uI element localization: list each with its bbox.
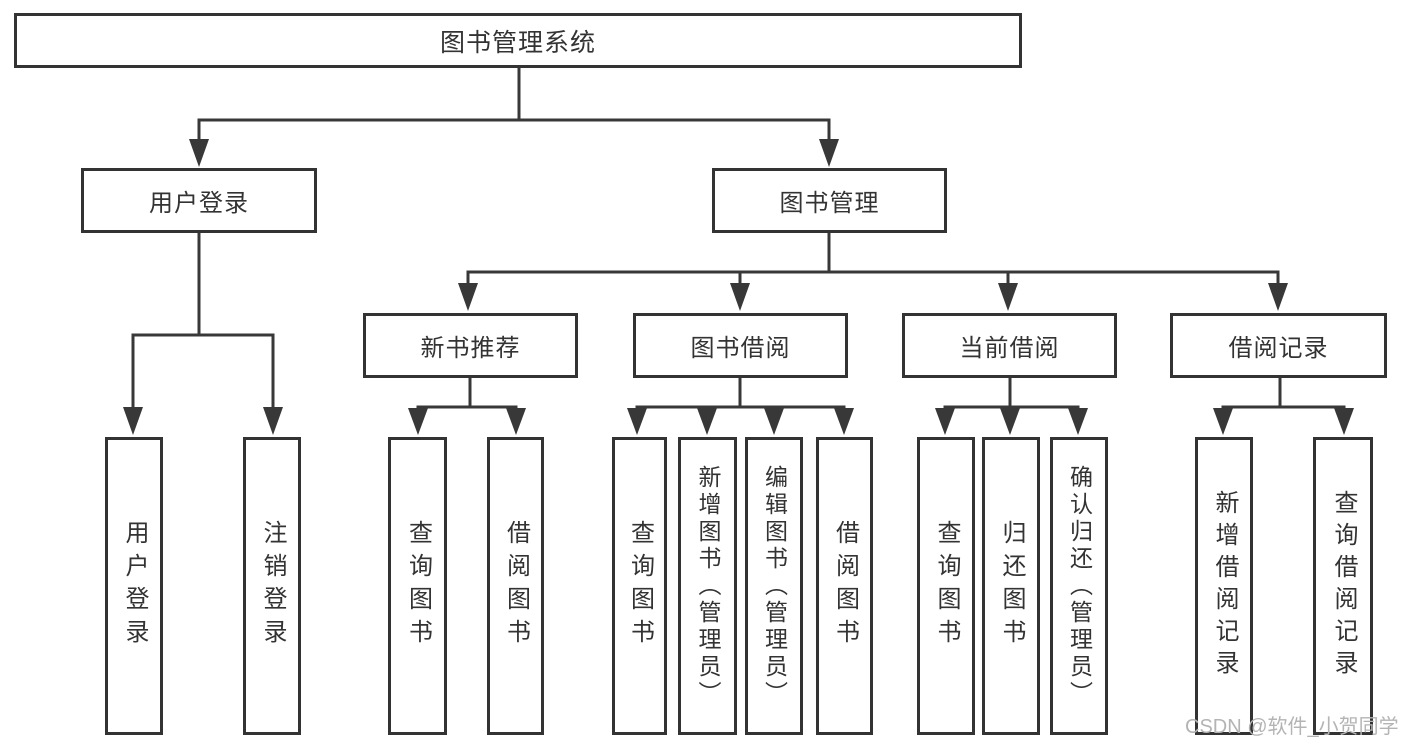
- arrow-head: [189, 139, 209, 167]
- arrow-head: [1268, 283, 1288, 311]
- leaf-return-books: 归还图书: [982, 437, 1040, 735]
- arrow-head: [935, 408, 955, 435]
- leaf-confirm-return-admin: 确认归还（管理员）: [1050, 437, 1108, 735]
- leaf-user-login: 用户登录: [105, 437, 163, 735]
- arrow-head: [819, 139, 839, 167]
- leaf-add-books-admin: 新增图书（管理员）: [678, 437, 737, 735]
- arrow-head: [764, 408, 784, 435]
- arrow-head: [730, 283, 750, 311]
- arrow-head: [1334, 408, 1354, 435]
- arrow-head: [506, 408, 526, 435]
- leaf-borrow-books-recommend: 借阅图书: [487, 437, 544, 735]
- leaf-borrow-books: 借阅图书: [816, 437, 873, 735]
- node-current-borrowing: 当前借阅: [902, 313, 1117, 378]
- arrow-head: [263, 407, 283, 435]
- arrow-head: [834, 408, 854, 435]
- arrow-head: [697, 408, 717, 435]
- leaf-add-borrow-record: 新增借阅记录: [1195, 437, 1253, 735]
- edge-new-books-split: [416, 378, 518, 410]
- arrow-head: [998, 283, 1018, 311]
- leaf-query-borrow-record: 查询借阅记录: [1313, 437, 1373, 735]
- node-book-management-branch: 图书管理: [712, 168, 947, 233]
- node-library-management-system: 图书管理系统: [14, 13, 1022, 68]
- arrow-head: [408, 408, 428, 435]
- node-new-book-recommend: 新书推荐: [363, 313, 578, 378]
- leaf-query-books-current: 查询图书: [917, 437, 975, 735]
- edge-borrow-records-split: [1221, 378, 1346, 410]
- leaf-edit-books-admin: 编辑图书（管理员）: [745, 437, 803, 735]
- arrow-head: [1068, 408, 1088, 435]
- edge-book-borrow-split: [635, 378, 846, 410]
- arrow-head: [1000, 408, 1020, 435]
- arrow-head: [458, 283, 478, 311]
- node-user-login-branch: 用户登录: [81, 168, 317, 233]
- arrow-head: [1213, 408, 1233, 435]
- csdn-watermark: CSDN @软件_小贺同学: [1185, 716, 1399, 738]
- edge-current-borrow-split: [943, 378, 1080, 410]
- edge-user-login-split: [131, 233, 275, 408]
- leaf-logout: 注销登录: [243, 437, 301, 735]
- edge-book-mgmt-split: [466, 233, 1280, 284]
- arrow-head: [627, 408, 647, 435]
- leaf-query-books-recommend: 查询图书: [388, 437, 447, 735]
- arrow-head: [123, 407, 143, 435]
- node-book-borrowing: 图书借阅: [633, 313, 848, 378]
- edge-root-split: [197, 68, 831, 140]
- node-borrowing-records: 借阅记录: [1170, 313, 1387, 378]
- leaf-query-books-borrowing: 查询图书: [612, 437, 667, 735]
